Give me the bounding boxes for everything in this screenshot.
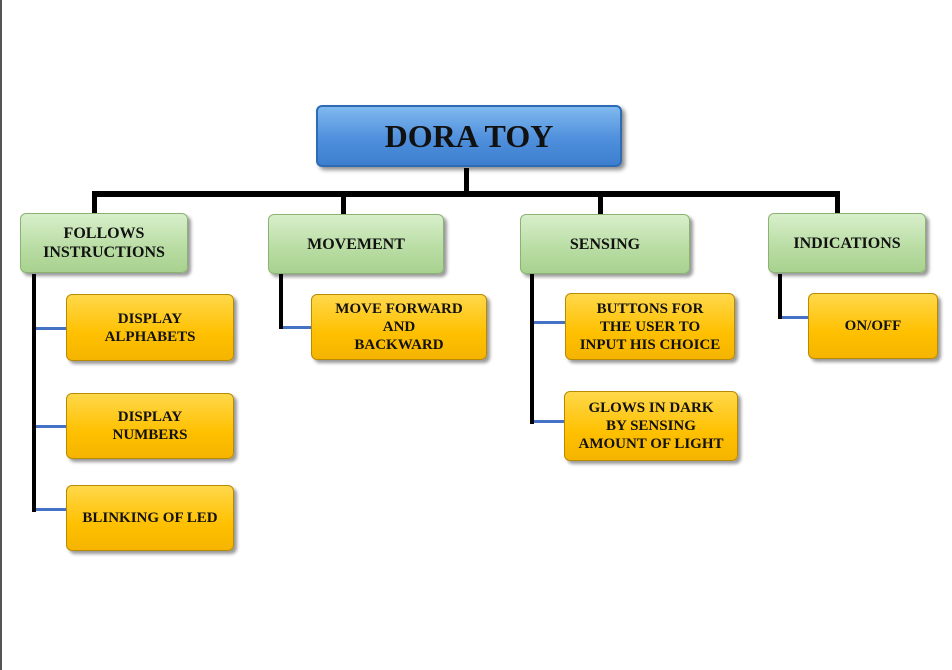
drop-connector-sensing <box>598 191 603 215</box>
leaf-display-alphabets: DISPLAY ALPHABETS <box>66 294 234 361</box>
vertical-connector-indications <box>778 274 782 319</box>
vertical-connector-sensing <box>530 274 534 424</box>
branch-connector <box>534 321 566 324</box>
page-left-border <box>0 0 2 670</box>
root-stem-connector <box>464 168 469 192</box>
branch-connector <box>534 420 566 423</box>
branch-connector <box>36 425 67 428</box>
drop-connector-movement <box>341 191 346 215</box>
category-indications: INDICATIONS <box>768 213 926 273</box>
vertical-connector-follows <box>32 274 36 512</box>
category-movement: MOVEMENT <box>268 214 444 274</box>
drop-connector-follows <box>92 191 97 215</box>
leaf-display-numbers: DISPLAY NUMBERS <box>66 393 234 459</box>
leaf-glows-in-dark: GLOWS IN DARK BY SENSING AMOUNT OF LIGHT <box>564 391 738 461</box>
branch-connector <box>283 326 311 329</box>
horizontal-bus-connector <box>92 191 840 197</box>
root-node: DORA TOY <box>316 105 622 167</box>
leaf-buttons-for-user: BUTTONS FOR THE USER TO INPUT HIS CHOICE <box>565 293 735 360</box>
drop-connector-indications <box>835 191 840 215</box>
leaf-blinking-of-led: BLINKING OF LED <box>66 485 234 551</box>
branch-connector <box>782 316 809 319</box>
vertical-connector-movement <box>279 274 283 329</box>
leaf-on-off: ON/OFF <box>808 293 938 359</box>
leaf-move-forward-backward: MOVE FORWARD AND BACKWARD <box>311 294 487 360</box>
branch-connector <box>36 508 67 511</box>
branch-connector <box>36 327 67 330</box>
category-sensing: SENSING <box>520 214 690 274</box>
category-follows-instructions: FOLLOWS INSTRUCTIONS <box>20 213 188 273</box>
